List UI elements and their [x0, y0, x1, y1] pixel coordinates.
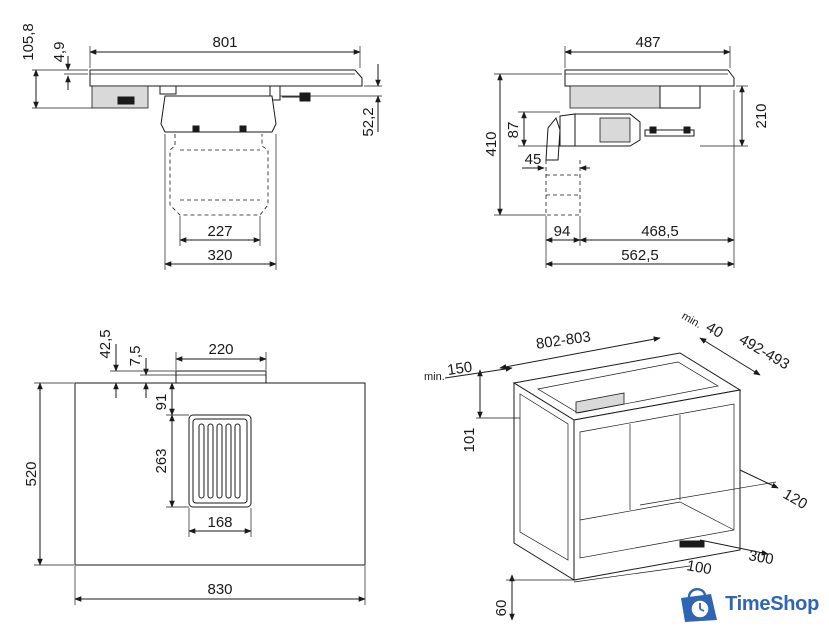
dim-52-2-label: 52,2: [360, 107, 377, 136]
min-40-prefix: min.: [680, 310, 704, 331]
dim-42-5-label: 42,5: [97, 329, 114, 358]
dim-45-label: 45: [525, 151, 542, 168]
dim-220-label: 220: [208, 341, 233, 358]
dim-210-label: 210: [753, 103, 770, 128]
dim-520-label: 520: [23, 461, 40, 486]
side-elevation-view: 487 210 410 87 45 94 468,5 562,5: [483, 34, 770, 268]
dim-410-label: 410: [483, 131, 500, 156]
front-elevation-view: 801 105,8 4,9 52,2 227 320: [20, 23, 382, 270]
vent-grille-slats: [198, 423, 241, 499]
dim-min-150-label: 150: [446, 359, 473, 379]
min-150-prefix: min.: [424, 371, 445, 383]
dim-801-label: 801: [212, 34, 237, 51]
timeshop-logo: TimeShop: [675, 584, 819, 624]
dim-60-label: 60: [493, 600, 510, 617]
dim-105-label: 105,8: [20, 23, 37, 61]
dim-91-label: 91: [153, 394, 170, 411]
dim-320-label: 320: [207, 247, 232, 264]
dim-227-label: 227: [207, 223, 232, 240]
dim-168-label: 168: [207, 514, 232, 531]
dim-94-label: 94: [554, 223, 571, 240]
dim-101-label: 101: [461, 427, 478, 452]
dim-300-label: 300: [747, 547, 775, 568]
brand-name[interactable]: TimeShop: [725, 592, 819, 615]
plan-view: 220 42,5 7,5 91 263 168 520 830: [23, 329, 366, 605]
dim-830-label: 830: [207, 581, 232, 598]
dim-7-5-label: 7,5: [127, 346, 144, 367]
dim-min-40-label: 40: [703, 319, 726, 342]
dim-263-label: 263: [153, 448, 170, 473]
dim-100-label: 100: [685, 557, 713, 578]
cabinet-installation-view: 802-803 492-493 min. 40 min. 150 101 120…: [424, 310, 810, 621]
dim-562-label: 562,5: [621, 247, 659, 264]
dim-802-label: 802-803: [535, 328, 592, 352]
dim-468-label: 468,5: [641, 223, 679, 240]
dim-87-label: 87: [505, 122, 522, 139]
dim-120-label: 120: [780, 486, 810, 513]
bag-clock-icon: [681, 588, 718, 622]
dim-487-label: 487: [635, 34, 660, 51]
dim-4-9-label: 4,9: [51, 42, 68, 63]
dim-492-label: 492-493: [736, 331, 792, 373]
